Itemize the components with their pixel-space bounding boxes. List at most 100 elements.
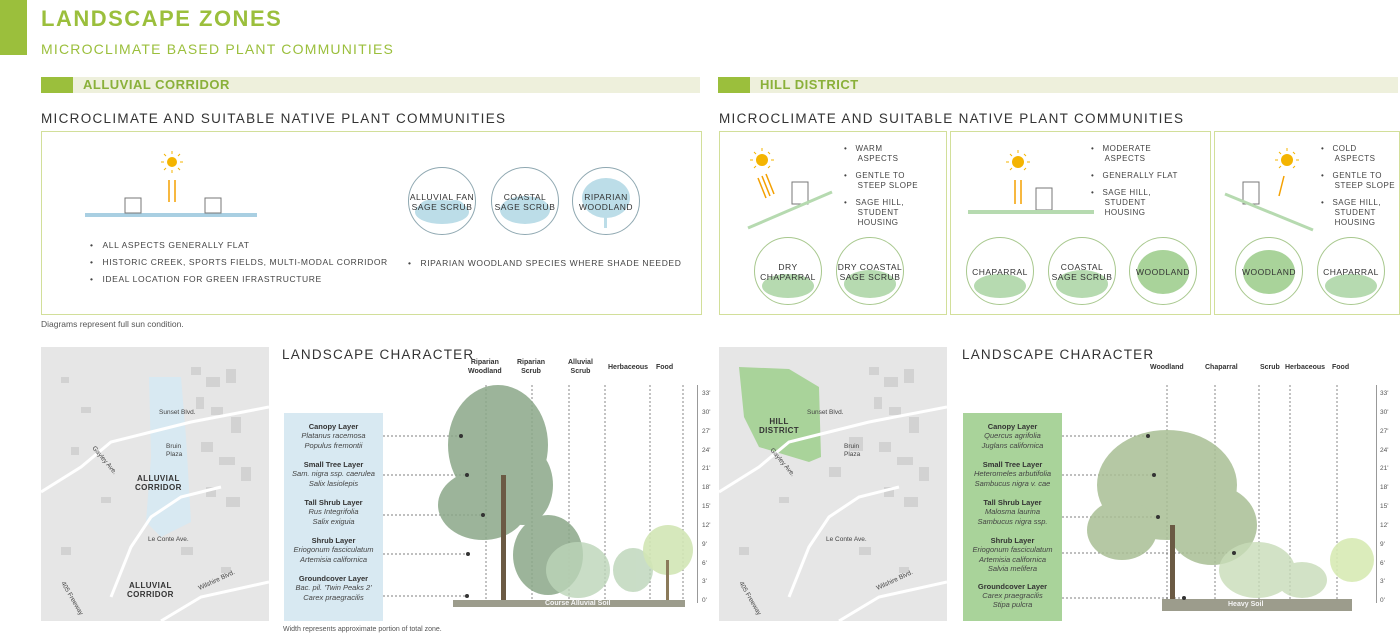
building-icon xyxy=(1242,181,1260,205)
column-header: Herbaceous xyxy=(1285,364,1326,371)
alluvial-section-heading: MICROCLIMATE AND SUITABLE NATIVE PLANT C… xyxy=(41,111,507,126)
plant-community-circle: WOODLAND xyxy=(1129,237,1197,305)
band-marker xyxy=(41,77,73,93)
flat-sun-diagram xyxy=(968,150,1094,214)
plant-community-circle: CHAPARRAL xyxy=(966,237,1034,305)
map-graphic xyxy=(41,347,269,621)
hill-panel-moderate: • MODERATE ASPECTS • GENERALLY FLAT • SA… xyxy=(950,131,1211,315)
street-label: Le Conte Ave. xyxy=(826,536,867,543)
page-subtitle: MICROCLIMATE BASED PLANT COMMUNITIES xyxy=(41,41,395,57)
shrub-icon xyxy=(500,196,550,224)
building-icon xyxy=(204,197,222,214)
scale-labels: 33'30'27'24'21'18'15'12'9'6'3'0' xyxy=(1380,390,1389,605)
height-scale xyxy=(697,385,710,603)
soil-bar xyxy=(1162,599,1352,611)
soil-bar xyxy=(453,600,685,607)
street-label: Plaza xyxy=(166,451,183,458)
alluvial-character-heading: LANDSCAPE CHARACTER xyxy=(282,347,475,362)
street-label: Plaza xyxy=(844,451,861,458)
alluvial-microclimate-panel: • ALL ASPECTS GENERALLY FLAT • HISTORIC … xyxy=(41,131,702,315)
hill-panel-cold: • COLD ASPECTS • GENTLE TO STEEP SLOPE •… xyxy=(1214,131,1400,315)
bullet-item: • ALL ASPECTS GENERALLY FLAT xyxy=(90,240,250,250)
hill-panel-warm: • WARM ASPECTS • GENTLE TO STEEP SLOPE •… xyxy=(719,131,947,315)
tree-icon xyxy=(582,178,630,228)
bullet-item: • IDEAL LOCATION FOR GREEN IFRASTRUCTURE xyxy=(90,274,322,284)
alluvial-bullet-list: • ALL ASPECTS GENERALLY FLAT • HISTORIC … xyxy=(90,239,388,285)
sun-icon xyxy=(1281,154,1293,166)
slope-sun-diagram xyxy=(1224,148,1314,232)
sun-icon xyxy=(756,154,768,166)
shrub-icon xyxy=(762,274,814,298)
alluvial-band: ALLUVIAL CORRIDOR xyxy=(41,77,700,93)
building-icon xyxy=(791,181,809,205)
building-icon xyxy=(124,197,142,214)
shrub-icon xyxy=(844,270,896,298)
shrub-icon xyxy=(974,274,1026,298)
tree-icon xyxy=(1137,250,1189,294)
street-label: Sunset Blvd. xyxy=(159,409,196,416)
sun-icon xyxy=(161,151,183,202)
shrub-icon xyxy=(1325,274,1377,298)
panel-bullets: • WARM ASPECTS • GENTLE TO STEEP SLOPE •… xyxy=(844,144,919,227)
column-header: Scrub xyxy=(1260,364,1280,371)
bullet-item: • HISTORIC CREEK, SPORTS FIELDS, MULTI-M… xyxy=(90,257,388,267)
hill-character-heading: LANDSCAPE CHARACTER xyxy=(962,347,1155,362)
sun-icon xyxy=(1012,156,1024,168)
street-label: Sunset Blvd. xyxy=(807,409,844,416)
band-marker xyxy=(718,77,750,93)
alluvial-band-label: ALLUVIAL CORRIDOR xyxy=(83,77,230,92)
panel-bullets: • MODERATE ASPECTS • GENERALLY FLAT • SA… xyxy=(1091,144,1178,217)
column-header: Food xyxy=(1332,364,1350,371)
column-header: Chaparral xyxy=(1205,364,1238,371)
shrub-icon xyxy=(415,200,469,224)
tree-icon xyxy=(1243,250,1295,294)
hill-section-illustration xyxy=(1062,385,1374,611)
flat-sun-diagram xyxy=(85,151,257,217)
map-graphic xyxy=(719,347,947,621)
page-title: LANDSCAPE ZONES xyxy=(41,6,283,31)
ground-line xyxy=(968,210,1094,214)
ground-line xyxy=(85,213,257,217)
slope-line xyxy=(747,190,833,230)
header-accent-bar xyxy=(0,0,27,55)
plant-community-circle: WOODLAND xyxy=(1235,237,1303,305)
alluvial-section-illustration xyxy=(383,385,693,607)
street-label: Bruin xyxy=(166,443,182,450)
building-icon xyxy=(1035,187,1053,211)
diagram-note: Diagrams represent full sun condition. xyxy=(41,319,184,329)
slope-sun-diagram xyxy=(747,148,833,230)
panel-bullets: • COLD ASPECTS • GENTLE TO STEEP SLOPE •… xyxy=(1321,144,1396,227)
soil-label: Heavy Soil xyxy=(1228,601,1264,608)
soil-label: Course Alluvial Soil xyxy=(545,600,611,607)
hill-band: HILL DISTRICT xyxy=(718,77,1398,93)
hill-band-label: HILL DISTRICT xyxy=(760,77,859,92)
slope-line xyxy=(1224,192,1314,232)
street-label: Bruin xyxy=(844,443,860,450)
